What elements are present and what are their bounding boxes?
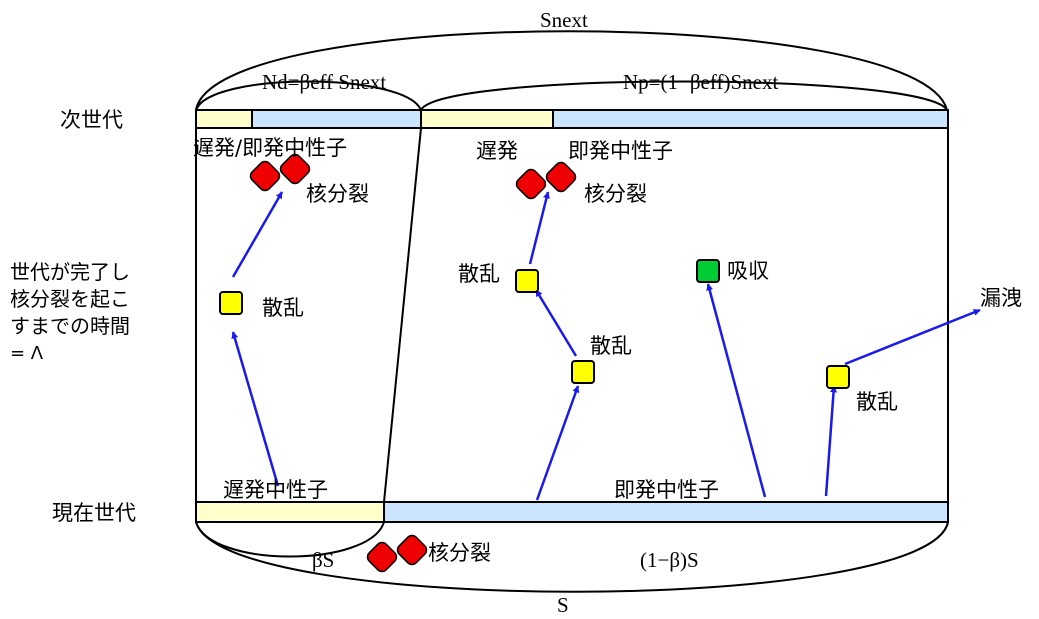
- fission-nuclei-left: [249, 153, 311, 192]
- absorption-label: 吸収: [727, 259, 769, 283]
- current-gen-delayed-bar: [195, 501, 385, 523]
- beta-s-brace: [195, 521, 385, 558]
- arrow-scatter-to-scatter: [534, 289, 578, 357]
- scatter-box-mid-lower: [571, 360, 595, 384]
- next-gen-delayed-bar-right: [420, 109, 554, 129]
- generation-note-line-3: すまでの時間: [10, 314, 130, 338]
- scatter-box-right: [826, 365, 850, 389]
- fission-label-left: 核分裂: [306, 182, 369, 206]
- region-divider: [383, 127, 422, 503]
- delayed-label: 遅発: [476, 139, 518, 163]
- scatter-label-mid-lower: 散乱: [590, 334, 632, 358]
- leakage-label: 漏洩: [980, 286, 1022, 310]
- arrow-scatter-to-leakage: [844, 308, 981, 366]
- current-gen-prompt-bar: [383, 501, 949, 523]
- scatter-label-mid-upper: 散乱: [458, 262, 500, 286]
- s-label: S: [557, 593, 569, 617]
- arrow-prompt-to-scatter: [535, 385, 580, 501]
- delayed-neutron-bottom-label: 遅発中性子: [223, 478, 328, 502]
- s-brace: [195, 521, 949, 593]
- nd-label: Nd=βeff Snext: [262, 70, 387, 94]
- nd-brace: [195, 80, 422, 111]
- snext-brace: [195, 30, 948, 111]
- delayed-prompt-neutron-label: 遅発/即発中性子: [193, 136, 348, 160]
- next-gen-prompt-bar-right: [552, 109, 949, 129]
- generation-note-line-2: 核分裂を起こ: [10, 287, 130, 311]
- one-minus-beta-s-label: (1−β)S: [640, 548, 699, 572]
- absorb-box: [696, 259, 720, 283]
- fission-label-mid: 核分裂: [584, 182, 647, 206]
- scatter-label-left: 散乱: [262, 296, 304, 320]
- current-generation-label: 現在世代: [52, 501, 136, 525]
- snext-label: Snext: [540, 8, 588, 32]
- fission-label-bottom: 核分裂: [428, 541, 491, 565]
- scatter-box-left: [219, 291, 243, 315]
- scatter-box-mid-upper: [515, 269, 539, 293]
- next-generation-label: 次世代: [60, 108, 123, 132]
- prompt-neutron-label: 即発中性子: [568, 139, 673, 163]
- generation-note-line-4: = Λ: [10, 343, 44, 364]
- generation-note-line-1: 世代が完了し: [10, 260, 130, 284]
- arrow-prompt-to-scatter-right: [824, 385, 838, 497]
- fission-nuclei-mid: [515, 161, 577, 200]
- arrow-prompt-to-absorb: [706, 283, 767, 498]
- np-brace: [420, 80, 948, 111]
- next-gen-delayed-bar-left: [195, 109, 253, 129]
- arrow-delayed-to-scatter: [231, 331, 280, 487]
- fission-nuclei-bottom: [366, 534, 428, 573]
- scatter-label-right: 散乱: [856, 390, 898, 414]
- next-gen-prompt-bar-left: [251, 109, 422, 129]
- beta-s-label: βS: [312, 548, 335, 572]
- arrow-scatter-to-fission-mid: [528, 191, 550, 265]
- np-label: Np=(1−βeff)Snext: [623, 70, 779, 94]
- arrow-scatter-to-fission-left: [231, 191, 284, 278]
- prompt-neutron-bottom-label: 即発中性子: [614, 478, 719, 502]
